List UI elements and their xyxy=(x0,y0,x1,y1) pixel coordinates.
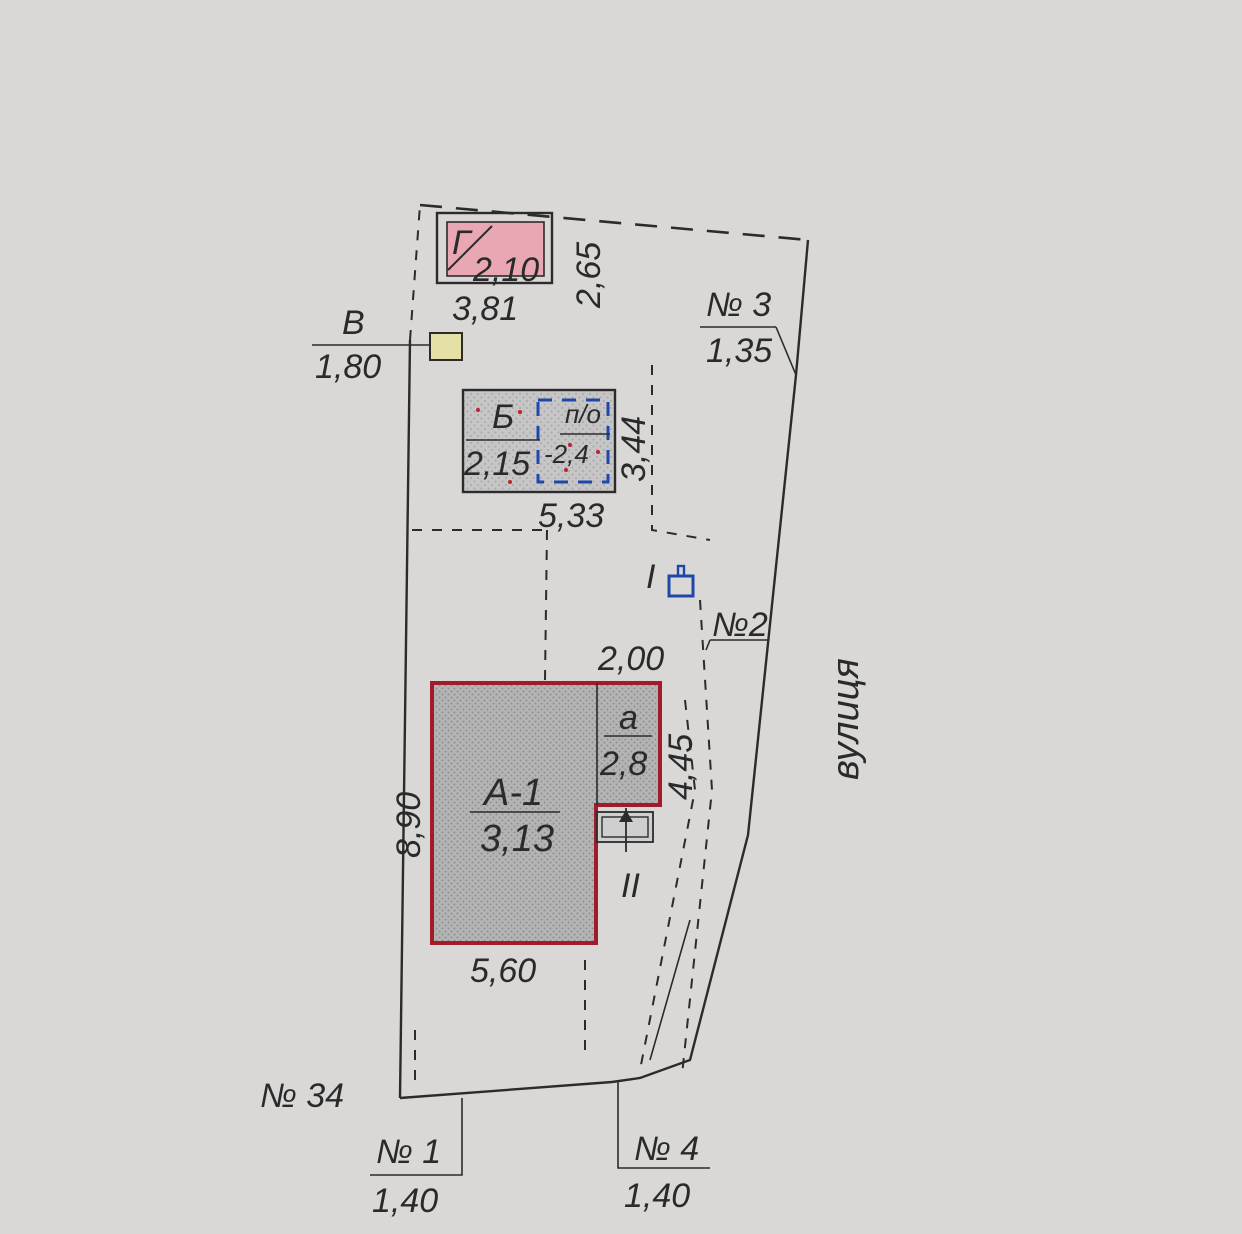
neighbor-3-value: 1,35 xyxy=(706,332,772,370)
annex-letter: а xyxy=(619,699,638,737)
garage-letter: Г xyxy=(452,224,473,262)
internal-paths xyxy=(412,365,714,1090)
neighbor-3-label: № 3 xyxy=(706,286,771,324)
neighbor-4-value: 1,40 xyxy=(624,1177,690,1215)
entrance-2-label: ІІ xyxy=(621,867,640,905)
building-b-depth: 3,44 xyxy=(615,416,653,482)
garage: Г 2,10 3,81 2,65 xyxy=(435,211,608,328)
neighbor-4-label: № 4 xyxy=(634,1130,699,1168)
annex-depth: 4,45 xyxy=(662,734,700,800)
neighbor-1-value: 1,40 xyxy=(372,1182,438,1220)
shed-v-height: 1,80 xyxy=(315,348,381,386)
garage-height: 2,10 xyxy=(472,251,539,289)
house-depth: 8,90 xyxy=(390,792,428,858)
garage-width: 3,81 xyxy=(452,290,518,328)
neighbor-1-label: № 1 xyxy=(376,1133,441,1171)
garage-depth: 2,65 xyxy=(570,242,608,309)
house-width: 5,60 xyxy=(470,952,536,990)
house-height: 3,13 xyxy=(480,818,554,860)
neighbor-labels: № 34 № 1 1,40 № 4 1,40 № 3 1,35 №2 xyxy=(260,286,772,1220)
entrance-1: І xyxy=(646,558,695,598)
house: А-1 3,13 5,60 8,90 а 2,8 2,00 4,45 ІІ xyxy=(390,640,700,990)
building-b-width: 5,33 xyxy=(538,497,604,535)
building-b-height: 2,15 xyxy=(463,445,530,483)
entrance-1-label: І xyxy=(646,558,656,596)
building-b-letter: Б xyxy=(492,398,514,436)
house-letter: А-1 xyxy=(482,772,543,814)
neighbor-2-label: №2 xyxy=(712,606,768,644)
building-b-cellar-depth: -2,4 xyxy=(544,439,589,469)
building-b-cellar-label: п/о xyxy=(565,399,601,429)
site-boundary xyxy=(370,203,810,1176)
shed-v: В 1,80 xyxy=(312,304,463,386)
shed-v-letter: В xyxy=(342,304,365,342)
building-b: Б 2,15 п/о -2,4 5,33 3,44 xyxy=(461,388,653,535)
street-label: вулиця xyxy=(825,658,867,780)
neighbor-34-label: № 34 xyxy=(260,1077,344,1115)
annex-height: 2,8 xyxy=(599,745,647,783)
annex-width: 2,00 xyxy=(597,640,664,678)
